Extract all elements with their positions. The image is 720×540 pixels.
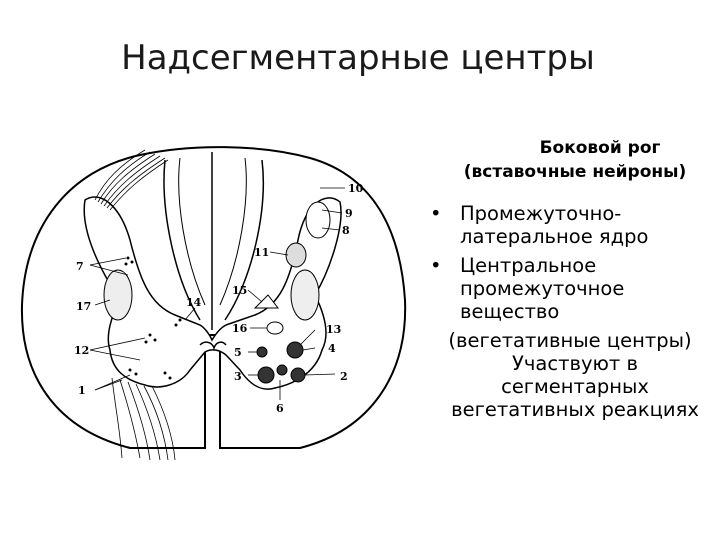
label-2: 2 xyxy=(340,370,348,383)
label-15: 15 xyxy=(232,284,247,297)
bullet-icon: • xyxy=(430,202,442,225)
label-5: 5 xyxy=(234,346,242,359)
label-16: 16 xyxy=(232,322,248,335)
bullet-text: Центральное промежуточное вещество xyxy=(460,254,624,323)
label-3: 3 xyxy=(234,370,242,383)
label-4: 4 xyxy=(328,342,336,355)
label-6: 6 xyxy=(276,402,284,415)
slide-title: Надсегментарные центры xyxy=(0,38,720,78)
label-9: 9 xyxy=(345,207,353,220)
panel-subheading: (вставочные нейроны) xyxy=(430,160,710,184)
list-item: • Центральное промежуточное вещество xyxy=(430,254,710,323)
nucleus-16 xyxy=(267,322,283,334)
label-13: 13 xyxy=(326,323,341,336)
description-panel: Боковой рог (вставочные нейроны) • Проме… xyxy=(430,136,710,421)
nucleus-right-dorsal xyxy=(306,202,330,238)
label-17: 17 xyxy=(76,300,91,313)
label-10: 10 xyxy=(348,182,364,195)
panel-heading: Боковой рог xyxy=(430,136,710,160)
nucleus-11 xyxy=(286,243,306,267)
list-item: • Промежуточно-латеральное ядро xyxy=(430,202,710,248)
nucleus-lateral-right xyxy=(291,270,319,320)
label-8: 8 xyxy=(342,224,350,237)
label-14: 14 xyxy=(186,296,202,309)
bullet-text: Промежуточно-латеральное ядро xyxy=(460,202,648,248)
note-vegetative-centers: (вегетативные центры) xyxy=(430,329,710,352)
bullet-icon: • xyxy=(430,254,442,277)
bullet-list: • Промежуточно-латеральное ядро • Центра… xyxy=(430,202,710,323)
note-reactions: Участвуют в сегментарных вегетативных ре… xyxy=(430,352,710,421)
label-1: 1 xyxy=(78,384,86,397)
label-11: 11 xyxy=(254,246,269,259)
spinal-cord-cross-section-diagram: 10 9 8 11 7 17 14 15 16 13 5 4 12 3 2 1 … xyxy=(0,130,430,460)
label-12: 12 xyxy=(74,344,89,357)
label-7: 7 xyxy=(76,260,84,273)
nucleus-lateral-left xyxy=(104,270,132,320)
